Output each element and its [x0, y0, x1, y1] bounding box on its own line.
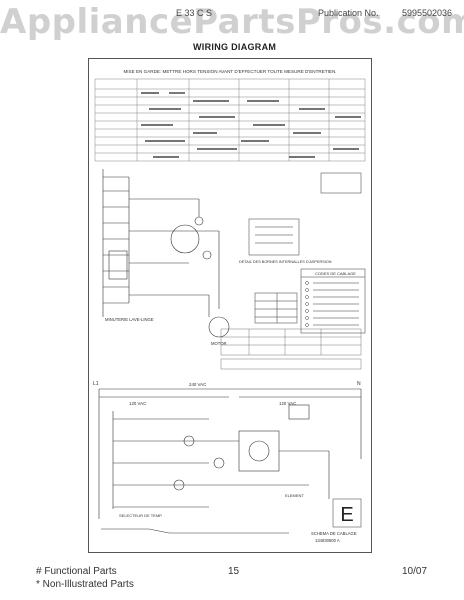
legend-title: CODES DE CABLAGE: [315, 271, 356, 276]
watermark: AppliancePartsPros.com: [0, 2, 464, 42]
voltage-120a-label: 120 VAC: [129, 401, 146, 406]
schematic-caption: SCHEMA DE CABLAGE: [311, 531, 357, 536]
heater-label: ELEMENT: [285, 493, 304, 498]
selector-label: SELECTEUR DE TEMP.: [119, 513, 162, 518]
timer-contact-bars: [141, 92, 361, 158]
switch-table: [220, 328, 362, 370]
power-circuit: [98, 388, 362, 534]
detail-box: [248, 172, 362, 256]
detail-label: DETAIL DES BORNES INTERNALLES D'ASPERSIO…: [239, 260, 332, 264]
timer-label: MINUTERIE LAVE-LINGE: [105, 317, 154, 322]
page-title: WIRING DIAGRAM: [193, 42, 277, 52]
model-code: E 33 C S: [176, 8, 213, 18]
schematic-letter: E: [340, 504, 353, 526]
schematic-number: 134830800 A: [315, 538, 340, 543]
wiring-diagram: MISE EN GARDE: METTRE HORS TENSION AVANT…: [93, 69, 366, 543]
voltage-240-label: 240 VAC: [189, 382, 206, 387]
line-l1-label: L1: [93, 381, 99, 387]
timer-chart: [94, 78, 366, 162]
publication-label: Publication No.: [318, 8, 379, 18]
motor-label: MOTOR: [211, 341, 227, 346]
legend-table: [254, 268, 366, 334]
warning-text: MISE EN GARDE: METTRE HORS TENSION AVANT…: [123, 69, 336, 74]
page-number: 15: [228, 566, 240, 577]
footer-non-illustrated-parts: * Non-Illustrated Parts: [36, 579, 134, 590]
schematic-id-box: [332, 498, 362, 528]
footer-date: 10/07: [402, 566, 428, 577]
voltage-120b-label: 120 VAC: [279, 401, 296, 406]
timer-circuit: [102, 169, 230, 338]
line-n-label: N: [357, 381, 361, 387]
wiring-diagram-sheet: MISE EN GARDE: METTRE HORS TENSION AVANT…: [88, 58, 372, 553]
publication-number: 5995502036: [402, 8, 453, 18]
footer-functional-parts: # Functional Parts: [36, 566, 117, 577]
